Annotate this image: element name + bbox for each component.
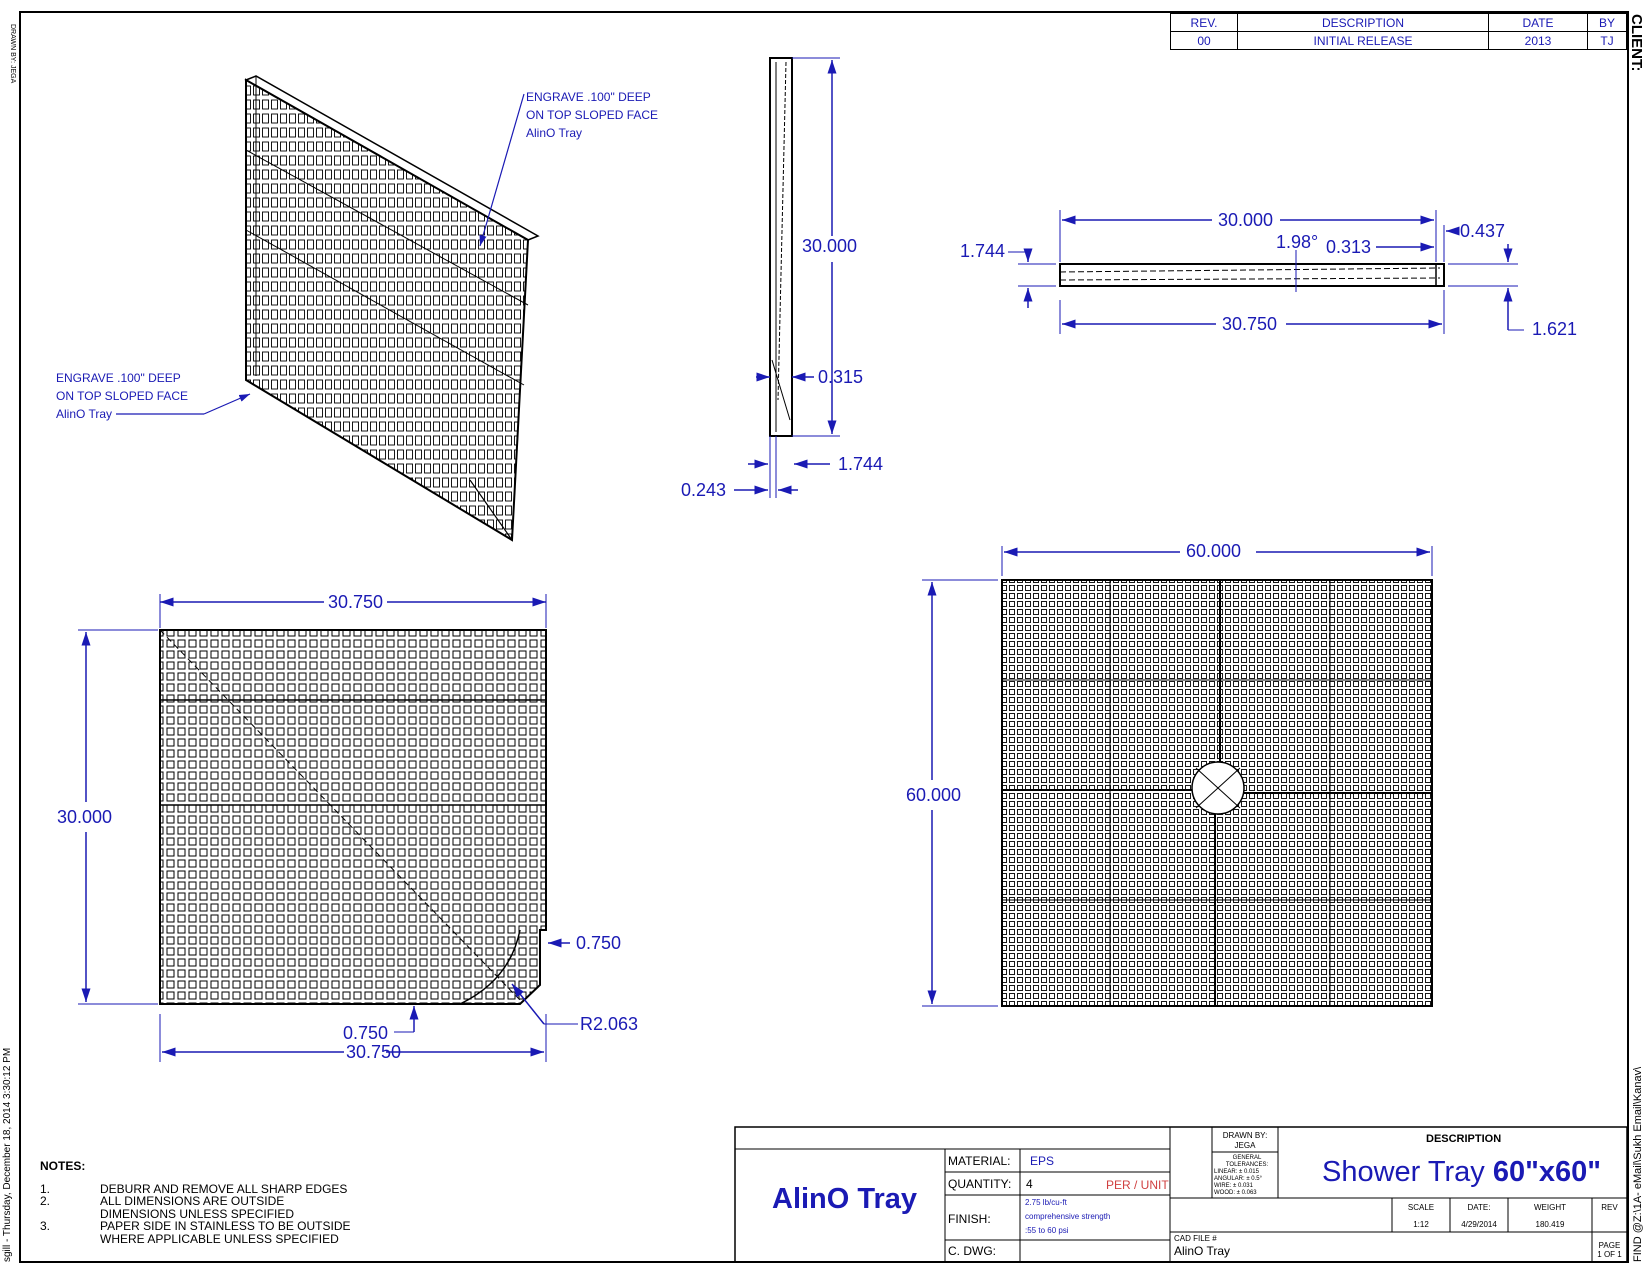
rev-header: REV. [1170, 13, 1238, 32]
quantity-value: 4 [1026, 1177, 1033, 1191]
note-number: 1. [40, 1181, 51, 1196]
dim-section-0313: 0.313 [1326, 237, 1372, 257]
dim-side-1744: 1.744 [838, 454, 884, 474]
note-line: ALL DIMENSIONS ARE OUTSIDE [100, 1194, 285, 1208]
dim-section-1621: 1.621 [1532, 319, 1578, 339]
note-item: 2. ALL DIMENSIONS ARE OUTSIDE DIMENSIONS… [40, 1195, 351, 1220]
by-header: BY [1587, 13, 1627, 32]
dim-plan-bottom: 30.750 [346, 1042, 402, 1062]
finish-line: :55 to 60 psi [1025, 1226, 1069, 1235]
callout-iso-right: ENGRAVE .100" DEEP ON TOP SLOPED FACE Al… [526, 88, 658, 142]
note-number: 3. [40, 1219, 51, 1233]
drawn-by-value: JEGA [1234, 1141, 1256, 1150]
dim-plan-top: 30.750 [324, 592, 388, 613]
per-unit: PER / UNIT [1106, 1178, 1169, 1192]
description-label: DESCRIPTION [1426, 1133, 1502, 1145]
side-view [734, 57, 840, 498]
title-block-lines [734, 1126, 1628, 1263]
callout-line: ON TOP SLOPED FACE [56, 389, 189, 403]
find-path: FIND @Z:\1A- eMail\Sukh Email\Kanav\ [1632, 1066, 1644, 1262]
dim-side-height: 30.000 [802, 236, 858, 256]
note-item: 3. PAPER SIDE IN STAINLESS TO BE OUTSIDE… [40, 1220, 351, 1245]
note-text: PAPER SIDE IN STAINLESS TO BE OUTSIDE WH… [100, 1220, 351, 1245]
callout-line: AlinO Tray [56, 407, 113, 421]
dim-plan-left: 30.000 [57, 807, 113, 827]
company-name: AlinO Tray [772, 1183, 918, 1215]
title-main: Shower Tray [1322, 1156, 1493, 1188]
notes-heading: NOTES: [40, 1159, 86, 1173]
plot-stamp: sgill - Thursday, December 18, 2014 3:30… [2, 1047, 13, 1262]
callout-iso-left: ENGRAVE .100" DEEP ON TOP SLOPED FACE Al… [56, 369, 188, 423]
tolerance-line: GENERAL [1232, 1155, 1262, 1161]
weight-label: WEIGHT [1534, 1203, 1566, 1212]
note-item: 1. DEBURR AND REMOVE ALL SHARP EDGES [40, 1181, 351, 1196]
dim-section-30750: 30.750 [1222, 314, 1278, 334]
drawing-title: Shower Tray 60"x60" [1322, 1156, 1601, 1189]
scale-value: 1:12 [1413, 1220, 1429, 1229]
tolerance-line: WOOD: ± 0.063 [1214, 1190, 1257, 1196]
description-value: INITIAL RELEASE [1237, 31, 1489, 50]
tolerance-line: TOLERANCES: [1225, 1162, 1269, 1168]
rev-label: REV [1601, 1203, 1618, 1212]
note-number: 2. [40, 1194, 51, 1208]
cad-file-label: CAD FILE # [1174, 1234, 1217, 1243]
dim-assembly-top: 60.000 [1186, 541, 1242, 561]
note-line: WHERE APPLICABLE UNLESS SPECIFIED [100, 1231, 339, 1246]
cad-file-value: AlinO Tray [1174, 1244, 1231, 1258]
date-value: 4/29/2014 [1461, 1220, 1497, 1229]
cdwg-label: C. DWG: [948, 1244, 996, 1258]
tolerance-line: ANGULAR: ± 0.5° [1214, 1176, 1263, 1182]
by-value: TJ [1587, 31, 1627, 50]
tolerances: GENERAL TOLERANCES: LINEAR: ± 0.015 ANGU… [1214, 1155, 1280, 1197]
dim-section-30000: 30.000 [1218, 210, 1274, 230]
assembly-view [922, 546, 1433, 1007]
dim-section-1744: 1.744 [960, 241, 1006, 261]
callout-line: ON TOP SLOPED FACE [526, 108, 659, 122]
date-value: 2013 [1488, 31, 1588, 50]
dim-side-0243: 0.243 [681, 480, 727, 500]
quantity-label: QUANTITY: [948, 1177, 1012, 1191]
page-label: PAGE [1598, 1241, 1621, 1250]
section-view [1008, 210, 1524, 334]
note-text: ALL DIMENSIONS ARE OUTSIDE DIMENSIONS UN… [100, 1195, 294, 1220]
dim-side-0315: 0.315 [818, 367, 864, 387]
material-label: MATERIAL: [948, 1154, 1011, 1168]
tolerance-line: LINEAR: ± 0.015 [1214, 1169, 1259, 1175]
finish-line: comprehensive strength [1025, 1212, 1111, 1221]
isometric-view [244, 75, 540, 542]
dim-assembly-left: 60.000 [906, 785, 962, 805]
weight-value: 180.419 [1535, 1220, 1565, 1229]
dim-plan-0750-right: 0.750 [576, 933, 622, 953]
dim-plan-radius: R2.063 [580, 1014, 639, 1034]
rev-value: 00 [1170, 31, 1238, 50]
date-header: DATE [1488, 13, 1588, 32]
finish-line: 2.75 lb/cu-ft [1025, 1198, 1067, 1207]
note-text: DEBURR AND REMOVE ALL SHARP EDGES [100, 1181, 348, 1196]
plan-view [78, 594, 578, 1062]
note-line: PAPER SIDE IN STAINLESS TO BE OUTSIDE [100, 1219, 351, 1233]
scale-label: SCALE [1407, 1203, 1435, 1212]
drawn-by-side-text: DRAWN BY: JEGA [9, 24, 16, 84]
finish-label: FINISH: [948, 1212, 991, 1226]
callout-line: ENGRAVE .100" DEEP [56, 371, 181, 385]
page-value: 1 OF 1 [1597, 1250, 1622, 1259]
callout-line: ENGRAVE .100" DEEP [526, 90, 651, 104]
dim-plan-0750-bottom: 0.750 [343, 1023, 389, 1043]
notes: NOTES: 1. DEBURR AND REMOVE ALL SHARP ED… [40, 1160, 351, 1245]
finish-values: 2.75 lb/cu-ft comprehensive strength :55… [1025, 1196, 1110, 1238]
client-label: CLIENT: [1628, 14, 1645, 72]
dim-section-angle: 1.98° [1276, 232, 1319, 252]
revision-table: REV. DESCRIPTION DATE BY 00 INITIAL RELE… [1170, 13, 1627, 50]
material-value: EPS [1030, 1154, 1055, 1168]
drawn-by-label: DRAWN BY: [1222, 1131, 1268, 1140]
date-label: DATE: [1467, 1203, 1491, 1212]
note-line: DIMENSIONS UNLESS SPECIFIED [100, 1206, 295, 1221]
callout-line: AlinO Tray [526, 126, 583, 140]
tolerance-line: WIRE: ± 0.031 [1214, 1183, 1253, 1189]
description-header: DESCRIPTION [1237, 13, 1489, 32]
dim-section-0437: 0.437 [1460, 221, 1506, 241]
title-size: 60"x60" [1492, 1156, 1601, 1188]
